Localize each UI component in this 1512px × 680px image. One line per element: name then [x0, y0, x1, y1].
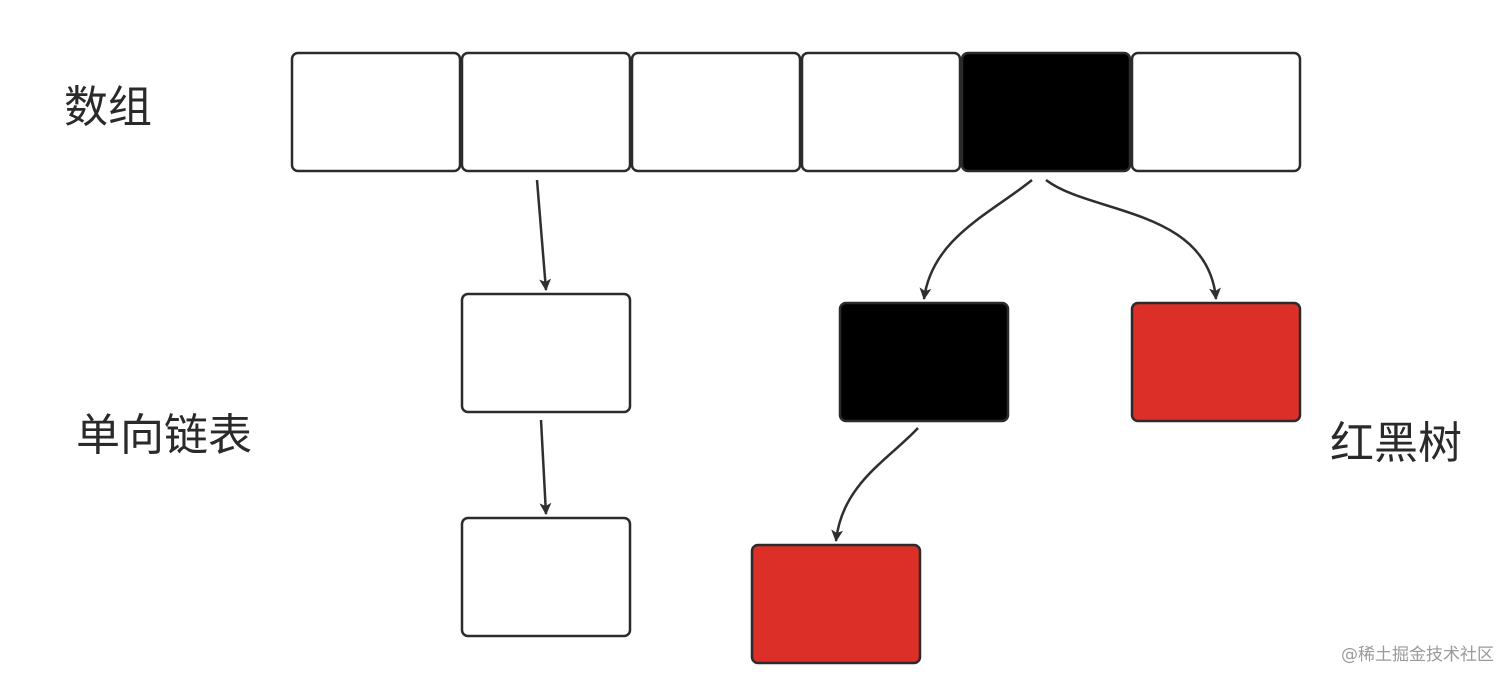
arrow-slot5-to-red-right — [1045, 179, 1221, 300]
array-row — [290, 51, 1302, 173]
array-slot-5 — [960, 51, 1132, 173]
array-slot-2 — [460, 51, 632, 173]
tree-node-red-right — [1130, 301, 1302, 423]
array-slot-1 — [290, 51, 462, 173]
linked-list — [460, 292, 632, 638]
array-slot-6 — [1130, 51, 1302, 173]
edges — [535, 179, 1221, 542]
watermark: @稀土掘金技术社区 — [1341, 645, 1494, 665]
array-label: 数组 — [64, 82, 152, 133]
tree-node-red-bottom — [750, 543, 922, 665]
arrow-list-node1-to-list-node2 — [539, 419, 552, 515]
array-slot-4 — [800, 51, 962, 173]
red-black-tree — [750, 301, 1302, 665]
array-slot-3 — [630, 51, 802, 173]
linked-list-node-2 — [460, 516, 632, 638]
arrow-black-child-to-red-bottom — [831, 427, 919, 542]
arrow-slot2-to-list-node1 — [535, 179, 552, 291]
linked-list-label: 单向链表 — [76, 410, 252, 461]
arrow-slot5-to-black-child — [919, 179, 1033, 300]
red-black-tree-label: 红黑树 — [1330, 418, 1462, 469]
linked-list-node-1 — [460, 292, 632, 414]
tree-node-black-child — [838, 301, 1010, 423]
